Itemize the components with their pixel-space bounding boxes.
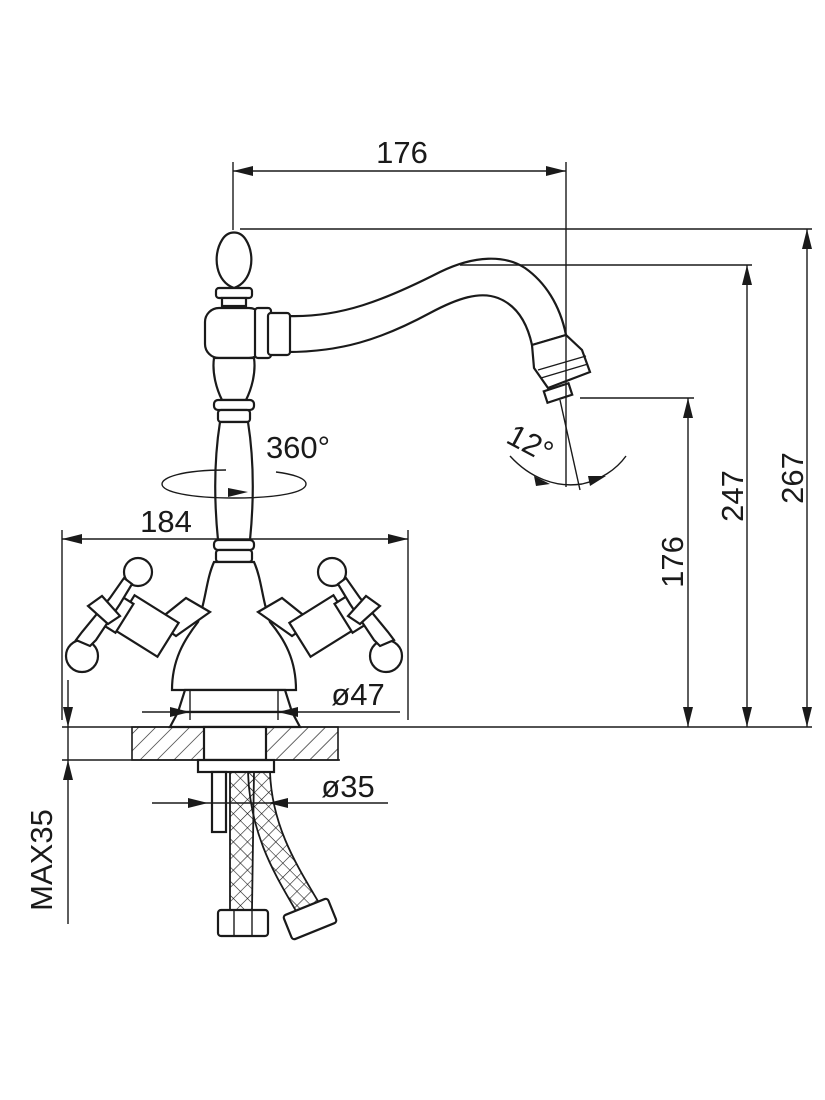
right-hose-nut xyxy=(282,897,338,941)
countertop xyxy=(62,726,812,761)
right-supply-hose xyxy=(247,771,324,920)
spout-aerator xyxy=(530,333,592,390)
dim-spout-angle-label: 12° xyxy=(501,417,559,470)
dim-handle-span-label: 184 xyxy=(140,504,192,539)
mounting-shank xyxy=(196,725,276,834)
dim-rotation-label: 360° xyxy=(266,430,330,465)
left-hose-nut xyxy=(216,908,270,938)
left-cross-handle[interactable] xyxy=(64,556,154,674)
main-stem xyxy=(214,420,254,542)
base-flange xyxy=(176,688,294,714)
dim-total-height-label: 267 xyxy=(775,452,810,504)
faucet xyxy=(64,231,592,941)
dim-max-thickness-label: MAX35 xyxy=(24,809,59,911)
dim-hole-diameter-label: ø35 xyxy=(321,769,374,804)
spout xyxy=(285,257,568,354)
top-finial xyxy=(215,231,253,290)
dim-base-diameter-label: ø47 xyxy=(331,677,384,712)
dim-spout-reach-label: 176 xyxy=(376,135,428,170)
dim-outlet-height-label: 176 xyxy=(655,536,690,588)
right-cross-handle[interactable] xyxy=(316,556,404,674)
dim-spout-top-height-label: 247 xyxy=(715,470,750,522)
dimension-lines xyxy=(61,162,812,924)
